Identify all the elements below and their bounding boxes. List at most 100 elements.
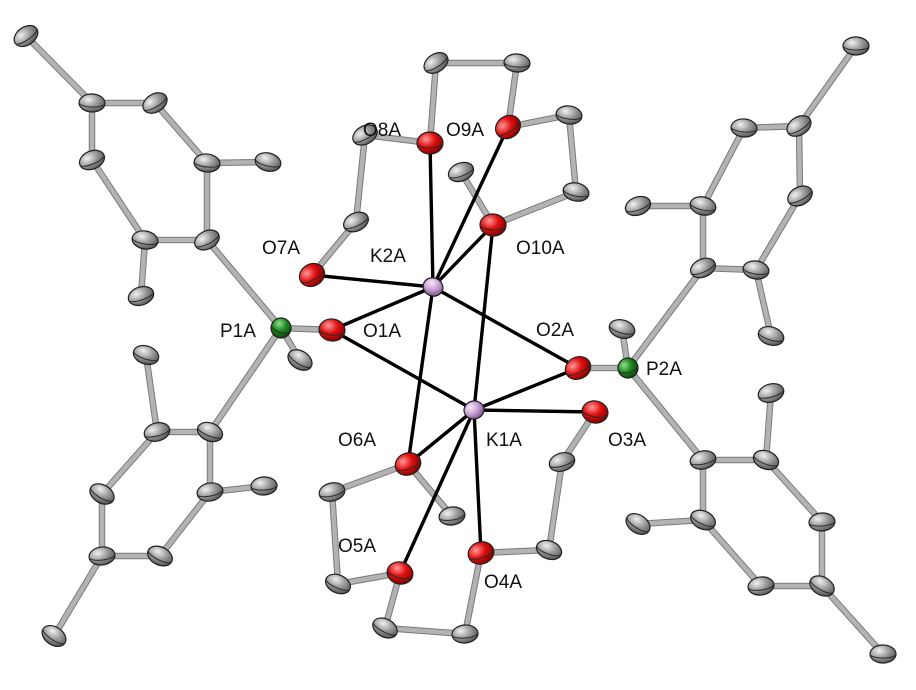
atom-c13 — [196, 482, 224, 502]
atom-ellipsoid — [555, 105, 583, 125]
bond-c12-P1 — [207, 325, 284, 435]
atom-c3 — [142, 92, 168, 114]
atom-ellipsoid — [624, 195, 652, 217]
atom-label-layer: O8A O9A O7A K2A O10A P1A O1A O2A P2A O6A… — [220, 120, 682, 593]
bond-c24-P2 — [625, 265, 706, 371]
atom-principal-axis — [196, 489, 224, 498]
bond-e12-e11 — [329, 489, 341, 587]
bond-K1-O4 — [472, 408, 483, 555]
atom-principal-axis — [318, 328, 346, 336]
atom-ellipsoid — [463, 400, 485, 420]
bond-c33-c36 — [819, 583, 886, 657]
atom-ellipsoid — [742, 260, 770, 280]
atom-principal-axis — [386, 569, 414, 580]
label-P1A: P1A — [220, 321, 256, 342]
atom-ellipsoid — [625, 513, 651, 535]
atom-ellipsoid — [132, 344, 160, 366]
atom-ellipsoid — [298, 262, 326, 288]
atom-ellipsoid — [416, 131, 444, 155]
atom-P2 — [617, 357, 639, 379]
atom-e11 — [318, 482, 346, 502]
atom-ellipsoid — [422, 277, 444, 297]
atom-principal-axis — [42, 628, 66, 645]
atom-ellipsoid — [78, 149, 106, 171]
atom-c2 — [78, 93, 106, 113]
label-O4A: O4A — [484, 572, 522, 593]
label-K1A: K1A — [486, 430, 522, 451]
atom-principal-axis — [451, 632, 479, 639]
atom-e5 — [343, 211, 369, 233]
bond-c23-c27 — [753, 267, 774, 339]
atom-e12 — [324, 573, 352, 595]
atom-ellipsoid — [494, 114, 522, 140]
bond-c19-c20 — [796, 43, 859, 129]
atom-principal-axis — [270, 324, 291, 334]
atom-O1 — [318, 318, 346, 342]
atom-O4 — [467, 541, 495, 565]
atom-ellipsoid — [608, 319, 636, 339]
atom-principal-axis — [689, 202, 717, 212]
bond-K1-O3 — [472, 408, 597, 414]
atom-c36 — [869, 644, 897, 664]
atom-c20 — [786, 115, 812, 137]
bond-K2-O10 — [431, 223, 495, 289]
atom-principal-axis — [479, 224, 507, 231]
bond-e9-e10 — [546, 459, 565, 553]
atom-principal-axis — [496, 119, 520, 136]
atom-ellipsoid — [730, 118, 758, 138]
atom-c15 — [88, 546, 116, 566]
atom-ellipsoid — [78, 93, 106, 113]
bond-e4-e6 — [566, 112, 579, 195]
bond-e3-e5 — [353, 132, 368, 225]
atom-e2 — [503, 53, 531, 73]
atom-O9 — [494, 114, 522, 140]
atom-ellipsoid — [787, 185, 813, 207]
atom-principal-axis — [562, 189, 590, 198]
atom-principal-axis — [416, 142, 444, 149]
atom-principal-axis — [808, 520, 836, 527]
bond-K1-O5 — [398, 408, 476, 575]
atom-c35 — [625, 513, 651, 535]
atom-c4 — [193, 153, 221, 173]
atom-principal-axis — [742, 267, 770, 275]
bond-c31-c32 — [700, 517, 764, 589]
atom-principal-axis — [690, 514, 716, 528]
atom-principal-axis — [690, 262, 716, 275]
atom-principal-axis — [133, 350, 159, 362]
atom-layer — [13, 24, 897, 664]
atom-c19 — [842, 36, 870, 56]
atom-principal-axis — [424, 55, 448, 72]
bond-c3-c4 — [152, 100, 210, 166]
atom-principal-axis — [300, 268, 325, 284]
bond-c10-c11 — [143, 352, 160, 435]
atom-principal-axis — [730, 126, 758, 133]
label-O10A: O10A — [516, 238, 565, 259]
atom-principal-axis — [254, 158, 282, 168]
atom-principal-axis — [197, 426, 223, 439]
atom-c27 — [757, 325, 785, 347]
bond-c6-c7 — [89, 157, 148, 243]
atom-ellipsoid — [196, 421, 224, 443]
bond-c20-c22 — [796, 123, 803, 199]
atom-c1 — [13, 24, 39, 48]
atom-ellipsoid — [503, 53, 531, 73]
atom-principal-axis — [758, 389, 784, 399]
atom-O10 — [479, 213, 507, 237]
atom-O6 — [394, 452, 422, 476]
atom-principal-axis — [626, 516, 650, 533]
atom-K2 — [422, 277, 444, 297]
atom-c8 — [254, 152, 282, 172]
atom-principal-axis — [581, 409, 609, 418]
label-O3A: O3A — [608, 430, 646, 451]
atom-ellipsoid — [127, 285, 155, 307]
atom-c5 — [194, 229, 220, 251]
atom-c14 — [147, 545, 173, 567]
bond-K1-O10 — [472, 223, 495, 412]
atom-c12 — [196, 421, 224, 443]
atom-ellipsoid — [13, 24, 39, 48]
atom-c10 — [132, 344, 160, 366]
atom-principal-axis — [565, 362, 591, 376]
atom-O3 — [581, 400, 609, 424]
bond-K2-O1 — [330, 285, 435, 332]
atom-principal-axis — [193, 161, 221, 168]
